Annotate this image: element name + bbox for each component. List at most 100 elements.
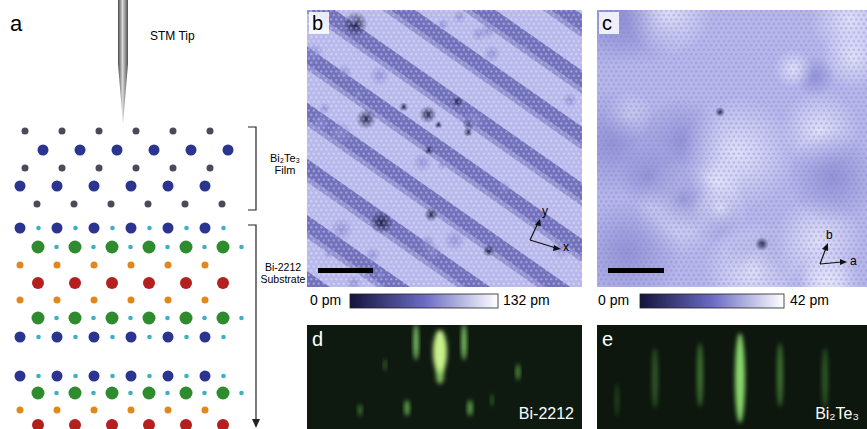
atom xyxy=(202,407,209,414)
diffraction-streak xyxy=(405,400,410,416)
atom xyxy=(89,181,100,192)
atom xyxy=(221,226,226,231)
axis-arrows xyxy=(530,219,561,251)
rheed-pattern xyxy=(597,325,867,429)
atom xyxy=(54,316,59,321)
atom xyxy=(180,277,192,289)
atom xyxy=(106,312,119,325)
atom xyxy=(239,391,244,396)
atom xyxy=(184,335,189,340)
atom xyxy=(165,391,170,396)
atom xyxy=(36,226,41,231)
atom xyxy=(15,371,26,382)
atom xyxy=(207,128,214,135)
panel-letter: b xyxy=(312,12,323,34)
atom xyxy=(54,245,59,250)
atom xyxy=(147,335,152,340)
diffraction-streak xyxy=(462,325,467,360)
atom xyxy=(22,128,29,135)
sample-label: Bi₂Te₃ xyxy=(815,405,859,423)
stm-image xyxy=(307,10,582,287)
layer-bracket xyxy=(248,127,256,420)
atom xyxy=(147,226,152,231)
atom xyxy=(91,245,96,250)
atom xyxy=(221,374,226,379)
atom xyxy=(133,165,140,172)
atom xyxy=(184,226,189,231)
panel-letter: d xyxy=(312,328,323,350)
atom xyxy=(54,391,59,396)
diffraction-streak xyxy=(735,333,745,423)
diffraction-streak xyxy=(822,348,828,408)
atom xyxy=(126,371,137,382)
tip-label: STM Tip xyxy=(150,30,195,43)
layer-label: Bi₂Te₃ Film xyxy=(266,152,304,176)
atom xyxy=(69,277,81,289)
atom xyxy=(126,332,137,343)
atom xyxy=(165,297,172,304)
diffraction-streak xyxy=(777,343,783,407)
atom xyxy=(89,332,100,343)
diffraction-streak xyxy=(433,330,447,374)
depth-arrowhead xyxy=(252,419,260,428)
atom xyxy=(106,387,119,400)
atom xyxy=(15,332,26,343)
colorbar-min: 0 pm xyxy=(310,293,341,308)
atom xyxy=(128,262,135,269)
atom xyxy=(52,223,63,234)
atom xyxy=(52,181,63,192)
diffraction-streak xyxy=(436,368,444,384)
atom xyxy=(38,145,49,156)
color-bar xyxy=(350,294,498,308)
atom xyxy=(223,145,234,156)
atom xyxy=(128,391,133,396)
atom xyxy=(202,297,209,304)
atom xyxy=(106,241,119,254)
crystal-structure xyxy=(15,128,244,429)
atom xyxy=(52,371,63,382)
atom xyxy=(91,391,96,396)
diffraction-streak xyxy=(468,400,473,416)
atom xyxy=(163,332,174,343)
atom xyxy=(163,371,174,382)
atom xyxy=(180,419,192,429)
atom xyxy=(106,277,118,289)
atom xyxy=(170,128,177,135)
atom xyxy=(22,165,29,172)
atom xyxy=(200,181,211,192)
atom xyxy=(149,145,160,156)
axis-label: y xyxy=(542,205,548,218)
atom xyxy=(110,226,115,231)
axis-label: a xyxy=(850,255,857,268)
atom xyxy=(17,262,24,269)
atom xyxy=(73,374,78,379)
atom xyxy=(34,201,41,208)
atom xyxy=(54,297,61,304)
diffraction-streak xyxy=(652,348,658,408)
sample-label: Bi-2212 xyxy=(519,405,574,423)
atom xyxy=(96,165,103,172)
atom xyxy=(200,223,211,234)
atom xyxy=(91,297,98,304)
atom xyxy=(202,316,207,321)
atom xyxy=(59,128,66,135)
colorbar-max: 42 pm xyxy=(790,293,829,308)
atom xyxy=(165,262,172,269)
panel-letter: c xyxy=(602,12,612,34)
atom xyxy=(89,223,100,234)
atom xyxy=(186,145,197,156)
stm-tip xyxy=(118,0,128,124)
atom xyxy=(165,316,170,321)
atom xyxy=(69,241,82,254)
atom xyxy=(217,277,229,289)
stm-image xyxy=(597,10,867,287)
atom xyxy=(32,277,44,289)
scale-bar xyxy=(608,268,664,273)
diffraction-streak xyxy=(516,364,520,380)
atom xyxy=(143,312,156,325)
atom xyxy=(91,262,98,269)
layer-label: Bi-2212 Substrate xyxy=(260,262,306,285)
colorbar-min: 0 pm xyxy=(598,293,629,308)
atom xyxy=(54,262,61,269)
